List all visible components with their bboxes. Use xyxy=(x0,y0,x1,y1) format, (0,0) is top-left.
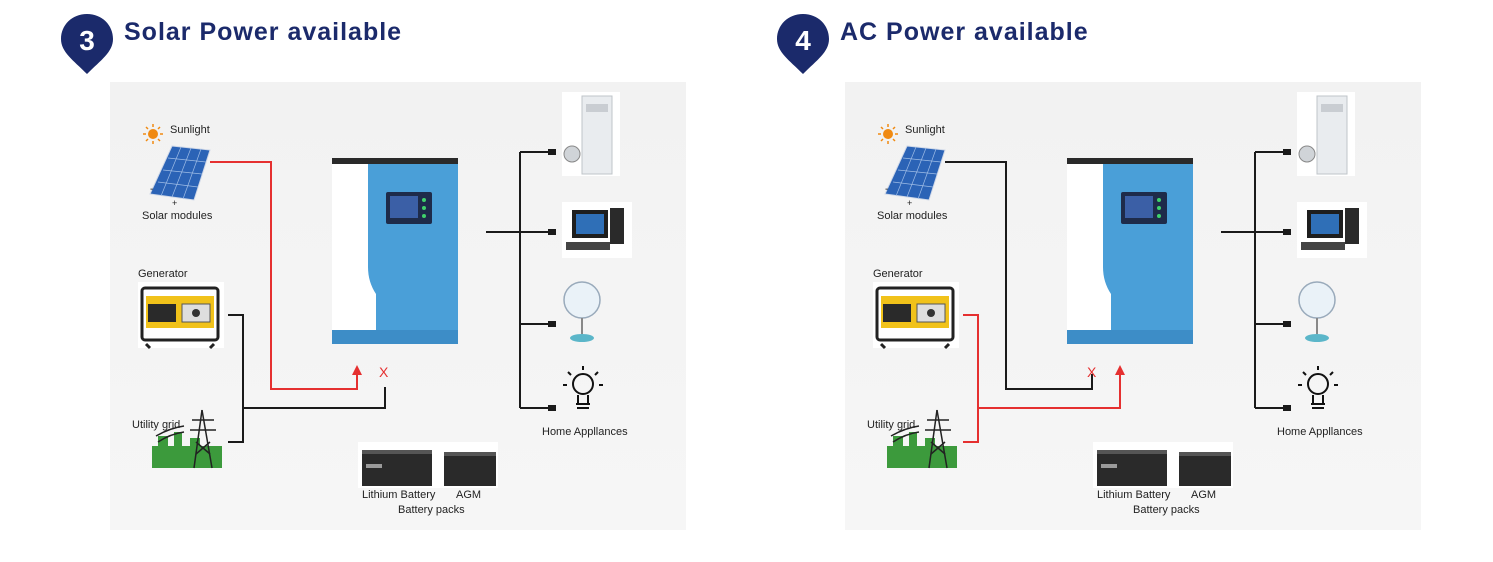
solar-flow-arrow xyxy=(352,365,362,375)
svg-text:+: + xyxy=(907,198,912,208)
lithium-battery-label: Lithium Battery xyxy=(362,489,436,501)
light-bulb-icon xyxy=(563,366,603,409)
sun-icon xyxy=(143,124,163,144)
fan-icon xyxy=(563,281,601,342)
step-number: 3 xyxy=(79,25,95,56)
generator-icon xyxy=(138,282,224,350)
panel-title: Solar Power available xyxy=(124,18,403,46)
blocked-mark: X xyxy=(1087,364,1097,380)
wiring-diagram: - + xyxy=(873,92,1367,488)
home-appliances-label: Home Appllances xyxy=(1277,426,1363,438)
svg-text:-: - xyxy=(885,184,888,195)
air-conditioner-icon xyxy=(1297,92,1355,176)
battery-packs-label: Battery packs xyxy=(398,504,465,516)
agm-label: AGM xyxy=(1191,489,1217,501)
inverter-icon xyxy=(1067,158,1193,344)
air-conditioner-icon xyxy=(562,92,620,176)
agm-battery-icon xyxy=(1179,452,1231,486)
computer-icon xyxy=(562,202,632,258)
solar-input-wiring xyxy=(945,161,1093,390)
generator-label: Generator xyxy=(873,268,923,280)
panel-title: AC Power available xyxy=(840,18,1089,46)
sun-icon xyxy=(878,124,898,144)
utility-grid-label: Utility grid xyxy=(132,419,181,431)
diagram-stage: - + xyxy=(845,82,1421,530)
panel-solar-mode: 3 Solar Power available xyxy=(0,0,740,562)
agm-label: AGM xyxy=(456,489,482,501)
svg-text:+: + xyxy=(172,198,177,208)
solar-modules-label: Solar modules xyxy=(142,210,213,222)
wiring-diagram: - + xyxy=(138,92,632,488)
agm-battery-icon xyxy=(444,452,496,486)
solar-panel-icon: - + xyxy=(884,145,946,208)
ac-input-wiring xyxy=(228,314,386,443)
solar-input-wiring xyxy=(210,161,358,390)
diagram-stage: - + xyxy=(110,82,686,530)
solar-modules-label: Solar modules xyxy=(877,210,948,222)
utility-grid-label: Utility grid xyxy=(867,419,916,431)
sunlight-label: Sunlight xyxy=(905,124,945,136)
computer-icon xyxy=(1297,202,1367,258)
plug-icons xyxy=(1283,149,1291,411)
ac-flow-arrow xyxy=(1115,365,1125,375)
home-appliances-label: Home Appllances xyxy=(542,426,628,438)
inverter-icon xyxy=(332,158,458,344)
step-badge-3: 3 xyxy=(61,14,113,74)
utility-grid-icon xyxy=(887,409,957,469)
solar-panel-icon: - + xyxy=(149,145,211,208)
plug-icons xyxy=(548,149,556,411)
output-wiring xyxy=(1221,151,1285,409)
step-badge-4: 4 xyxy=(777,14,829,74)
svg-text:-: - xyxy=(150,184,153,195)
lithium-battery-label: Lithium Battery xyxy=(1097,489,1171,501)
step-number: 4 xyxy=(795,25,811,56)
blocked-mark: X xyxy=(379,364,389,380)
generator-label: Generator xyxy=(138,268,188,280)
output-wiring xyxy=(486,151,550,409)
light-bulb-icon xyxy=(1298,366,1338,409)
sunlight-label: Sunlight xyxy=(170,124,210,136)
utility-grid-icon xyxy=(152,409,222,469)
battery-packs-label: Battery packs xyxy=(1133,504,1200,516)
panel-ac-mode: 4 AC Power available - + xyxy=(740,0,1480,562)
generator-icon xyxy=(873,282,959,350)
ac-input-wiring xyxy=(963,314,1121,443)
fan-icon xyxy=(1298,281,1336,342)
